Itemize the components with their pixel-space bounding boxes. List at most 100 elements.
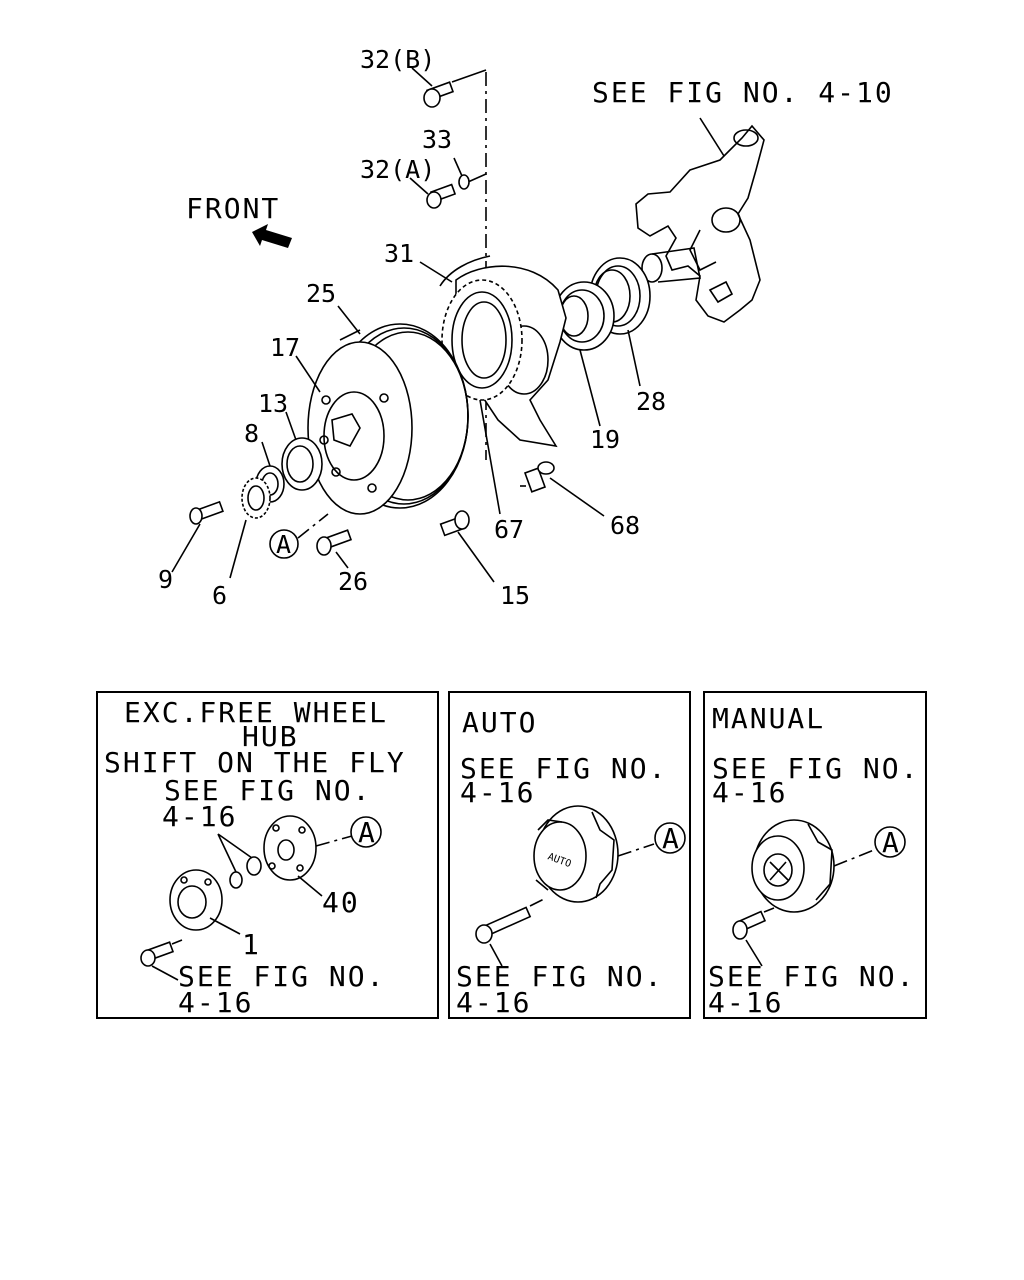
stud-bolt-15: [439, 510, 470, 537]
leader-40: [297, 875, 323, 897]
leader-8: [261, 441, 271, 467]
part-label-6[interactable]: 6: [212, 581, 227, 610]
leader-32a: [409, 177, 429, 195]
leader-knuckle: [699, 117, 725, 157]
ref-a-label[interactable]: A: [276, 530, 291, 559]
exc-bottom-see-fig-num[interactable]: 4-16: [178, 986, 253, 1019]
main-diagram: SEE FIG NO. 4-10 FRONT 28: [158, 45, 894, 610]
part-label-13[interactable]: 13: [258, 389, 288, 418]
exc-bottom-see-fig[interactable]: SEE FIG NO.: [178, 960, 385, 993]
part-label-28[interactable]: 28: [636, 387, 666, 416]
box-auto: AUTO SEE FIG NO. 4-16 AUTO A SEE FIG NO.…: [448, 691, 691, 1019]
manual-bottom-see-fig[interactable]: SEE FIG NO.: [708, 960, 915, 993]
part-label-26[interactable]: 26: [338, 567, 368, 596]
exc-see-fig[interactable]: SEE FIG NO.: [164, 774, 371, 807]
front-arrow-icon: [252, 224, 292, 248]
leader-26: [335, 551, 349, 569]
manual-bolt-axis: [763, 907, 775, 913]
hub-flange-1: [169, 869, 223, 931]
box-exc-free-wheel: EXC.FREE WHEEL HUB SHIFT ON THE FLY SEE …: [96, 691, 439, 1019]
manual-bolt: [732, 910, 767, 940]
snap-ring-large: [246, 856, 262, 876]
part-label-8[interactable]: 8: [244, 419, 259, 448]
leader-a: [297, 513, 329, 539]
hub-17: [307, 341, 413, 515]
exc-line3: SHIFT ON THE FLY: [104, 746, 406, 779]
exc-axis-a: [315, 835, 353, 847]
snap-ring-small: [229, 871, 243, 889]
auto-see-fig[interactable]: SEE FIG NO.: [460, 752, 667, 785]
leader-manual-bolt: [745, 939, 763, 967]
leader-13: [285, 411, 297, 441]
manual-axis-a: [833, 849, 875, 867]
leader-15: [457, 531, 495, 583]
leader-28: [627, 329, 641, 387]
bearing-13: [281, 437, 323, 491]
exc-see-fig-num[interactable]: 4-16: [162, 800, 237, 833]
manual-title: MANUAL: [712, 702, 825, 735]
exc-ref-a[interactable]: A: [358, 816, 377, 849]
sensor-ring-67: [441, 279, 523, 401]
manual-hub-icon: [751, 819, 835, 913]
see-fig-knuckle-ref[interactable]: SEE FIG NO. 4-10: [592, 76, 894, 109]
part-label-33[interactable]: 33: [422, 125, 452, 154]
front-label: FRONT: [186, 192, 280, 225]
part-label-19[interactable]: 19: [590, 425, 620, 454]
flange-40: [263, 815, 317, 881]
auto-bottom-see-fig[interactable]: SEE FIG NO.: [456, 960, 663, 993]
part-label-15[interactable]: 15: [500, 581, 530, 610]
part-label-9[interactable]: 9: [158, 565, 173, 594]
part-label-32b[interactable]: 32(B): [360, 45, 435, 74]
ref-a-circle: [269, 529, 299, 559]
bolt-32b: [423, 81, 455, 108]
manual-see-fig[interactable]: SEE FIG NO.: [712, 752, 919, 785]
auto-title: AUTO: [462, 706, 537, 739]
exc-bolt-axis: [171, 939, 183, 945]
part-label-68[interactable]: 68: [610, 511, 640, 540]
manual-ref-a-circle: [874, 826, 906, 858]
part-label-17[interactable]: 17: [270, 333, 300, 362]
bolt-26: [316, 529, 353, 556]
leader-exc-bolt: [151, 965, 179, 981]
leader-25: [337, 305, 361, 335]
leader-snap-rings: [217, 833, 253, 873]
part-label-32a[interactable]: 32(A): [360, 155, 435, 184]
manual-ref-a[interactable]: A: [882, 826, 901, 859]
auto-hub-icon: [533, 805, 619, 903]
auto-bolt: [475, 906, 532, 944]
washer-33: [458, 174, 470, 190]
steering-knuckle: [635, 124, 765, 323]
exc-part-1[interactable]: 1: [242, 928, 261, 961]
exc-line1: EXC.FREE WHEEL: [124, 696, 388, 729]
part-label-31[interactable]: 31: [384, 239, 414, 268]
screw-9: [189, 500, 224, 525]
manual-bottom-see-fig-num[interactable]: 4-16: [708, 986, 783, 1019]
leader-1: [209, 917, 241, 935]
auto-bottom-see-fig-num[interactable]: 4-16: [456, 986, 531, 1019]
auto-bolt-axis: [529, 897, 547, 907]
exc-part-40[interactable]: 40: [322, 886, 360, 919]
leader-6: [229, 519, 247, 579]
auto-axis-a: [617, 843, 655, 857]
leader-33: [453, 157, 463, 177]
exc-bolt: [140, 941, 175, 967]
auto-see-fig-num[interactable]: 4-16: [460, 776, 535, 809]
leader-33-axis: [467, 173, 487, 183]
part-label-25[interactable]: 25: [306, 279, 336, 308]
leader-67: [479, 399, 501, 515]
leader-19: [579, 349, 601, 427]
lock-washer-6: [241, 477, 271, 519]
auto-ref-a[interactable]: A: [662, 822, 681, 855]
screw-68: [523, 461, 555, 493]
leader-9: [171, 523, 201, 573]
bolt-32a: [426, 183, 457, 209]
leader-17: [295, 355, 321, 393]
manual-see-fig-num[interactable]: 4-16: [712, 776, 787, 809]
box-manual: MANUAL SEE FIG NO. 4-16 A SEE FIG NO. 4-…: [703, 691, 927, 1019]
leader-auto-bolt: [489, 943, 503, 967]
leader-31: [419, 261, 453, 283]
leader-68: [549, 477, 605, 517]
exc-line2: HUB: [242, 720, 299, 753]
part-label-67[interactable]: 67: [494, 515, 524, 544]
